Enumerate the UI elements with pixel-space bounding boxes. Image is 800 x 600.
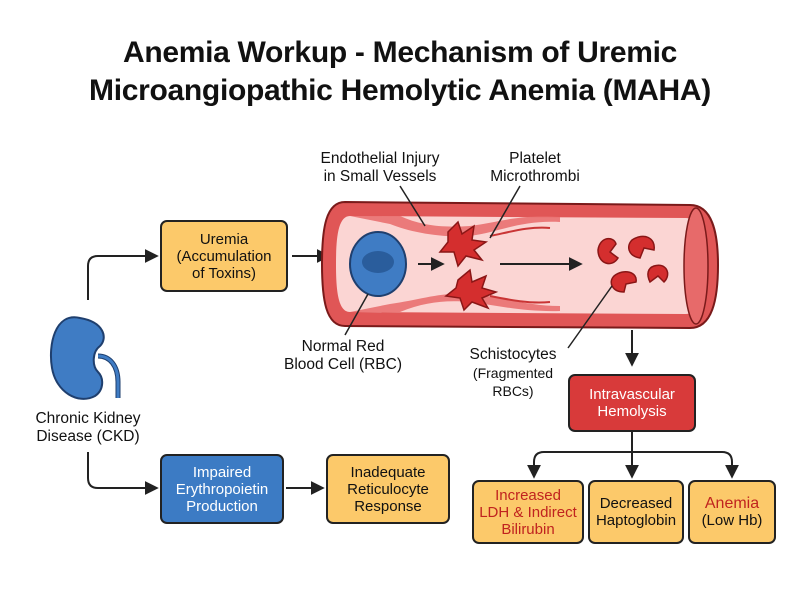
box-impaired-epo: Impaired Erythropoietin Production bbox=[160, 454, 284, 524]
title-line-1: Anemia Workup - Mechanism of Uremic bbox=[122, 36, 678, 69]
platelet-microthrombi-icon bbox=[438, 220, 499, 312]
schistocytes-icon bbox=[597, 235, 669, 293]
box-haptoglobin: Decreased Haptoglobin bbox=[588, 480, 684, 544]
pointer-endothelial bbox=[399, 185, 426, 227]
arrow-ckd-to-epo bbox=[87, 452, 159, 495]
arrow-ckd-to-uremia bbox=[87, 249, 159, 300]
title-line-2: Microangiopathic Hemolytic Anemia (MAHA) bbox=[89, 74, 711, 107]
label-schistocytes: Schistocytes (Fragmented RBCs) bbox=[469, 346, 557, 399]
label-normal-rbc: Normal Red Blood Cell (RBC) bbox=[283, 338, 402, 373]
kidney-icon bbox=[49, 316, 121, 400]
box-intravascular-hemolysis: Intravascular Hemolysis bbox=[568, 374, 696, 432]
box-ldh-bilirubin: Increased LDH & Indirect Bilirubin bbox=[472, 480, 584, 544]
pointer-normal-rbc bbox=[344, 293, 369, 336]
label-endothelial-injury: Endothelial Injury in Small Vessels bbox=[320, 150, 440, 185]
box-uremia: Uremia (Accumulation of Toxins) bbox=[160, 220, 288, 292]
box-anemia: Anemia (Low Hb) bbox=[688, 480, 776, 544]
box-reticulocyte: Inadequate Reticulocyte Response bbox=[326, 454, 450, 524]
pointer-platelet bbox=[489, 185, 521, 239]
normal-rbc-icon bbox=[349, 231, 407, 297]
label-platelet-microthrombi: Platelet Microthrombi bbox=[490, 150, 580, 185]
page-title: Anemia Workup - Mechanism of Uremic Micr… bbox=[0, 34, 800, 110]
label-ckd: Chronic Kidney Disease (CKD) bbox=[35, 410, 141, 445]
pointer-schistocytes bbox=[567, 285, 613, 349]
